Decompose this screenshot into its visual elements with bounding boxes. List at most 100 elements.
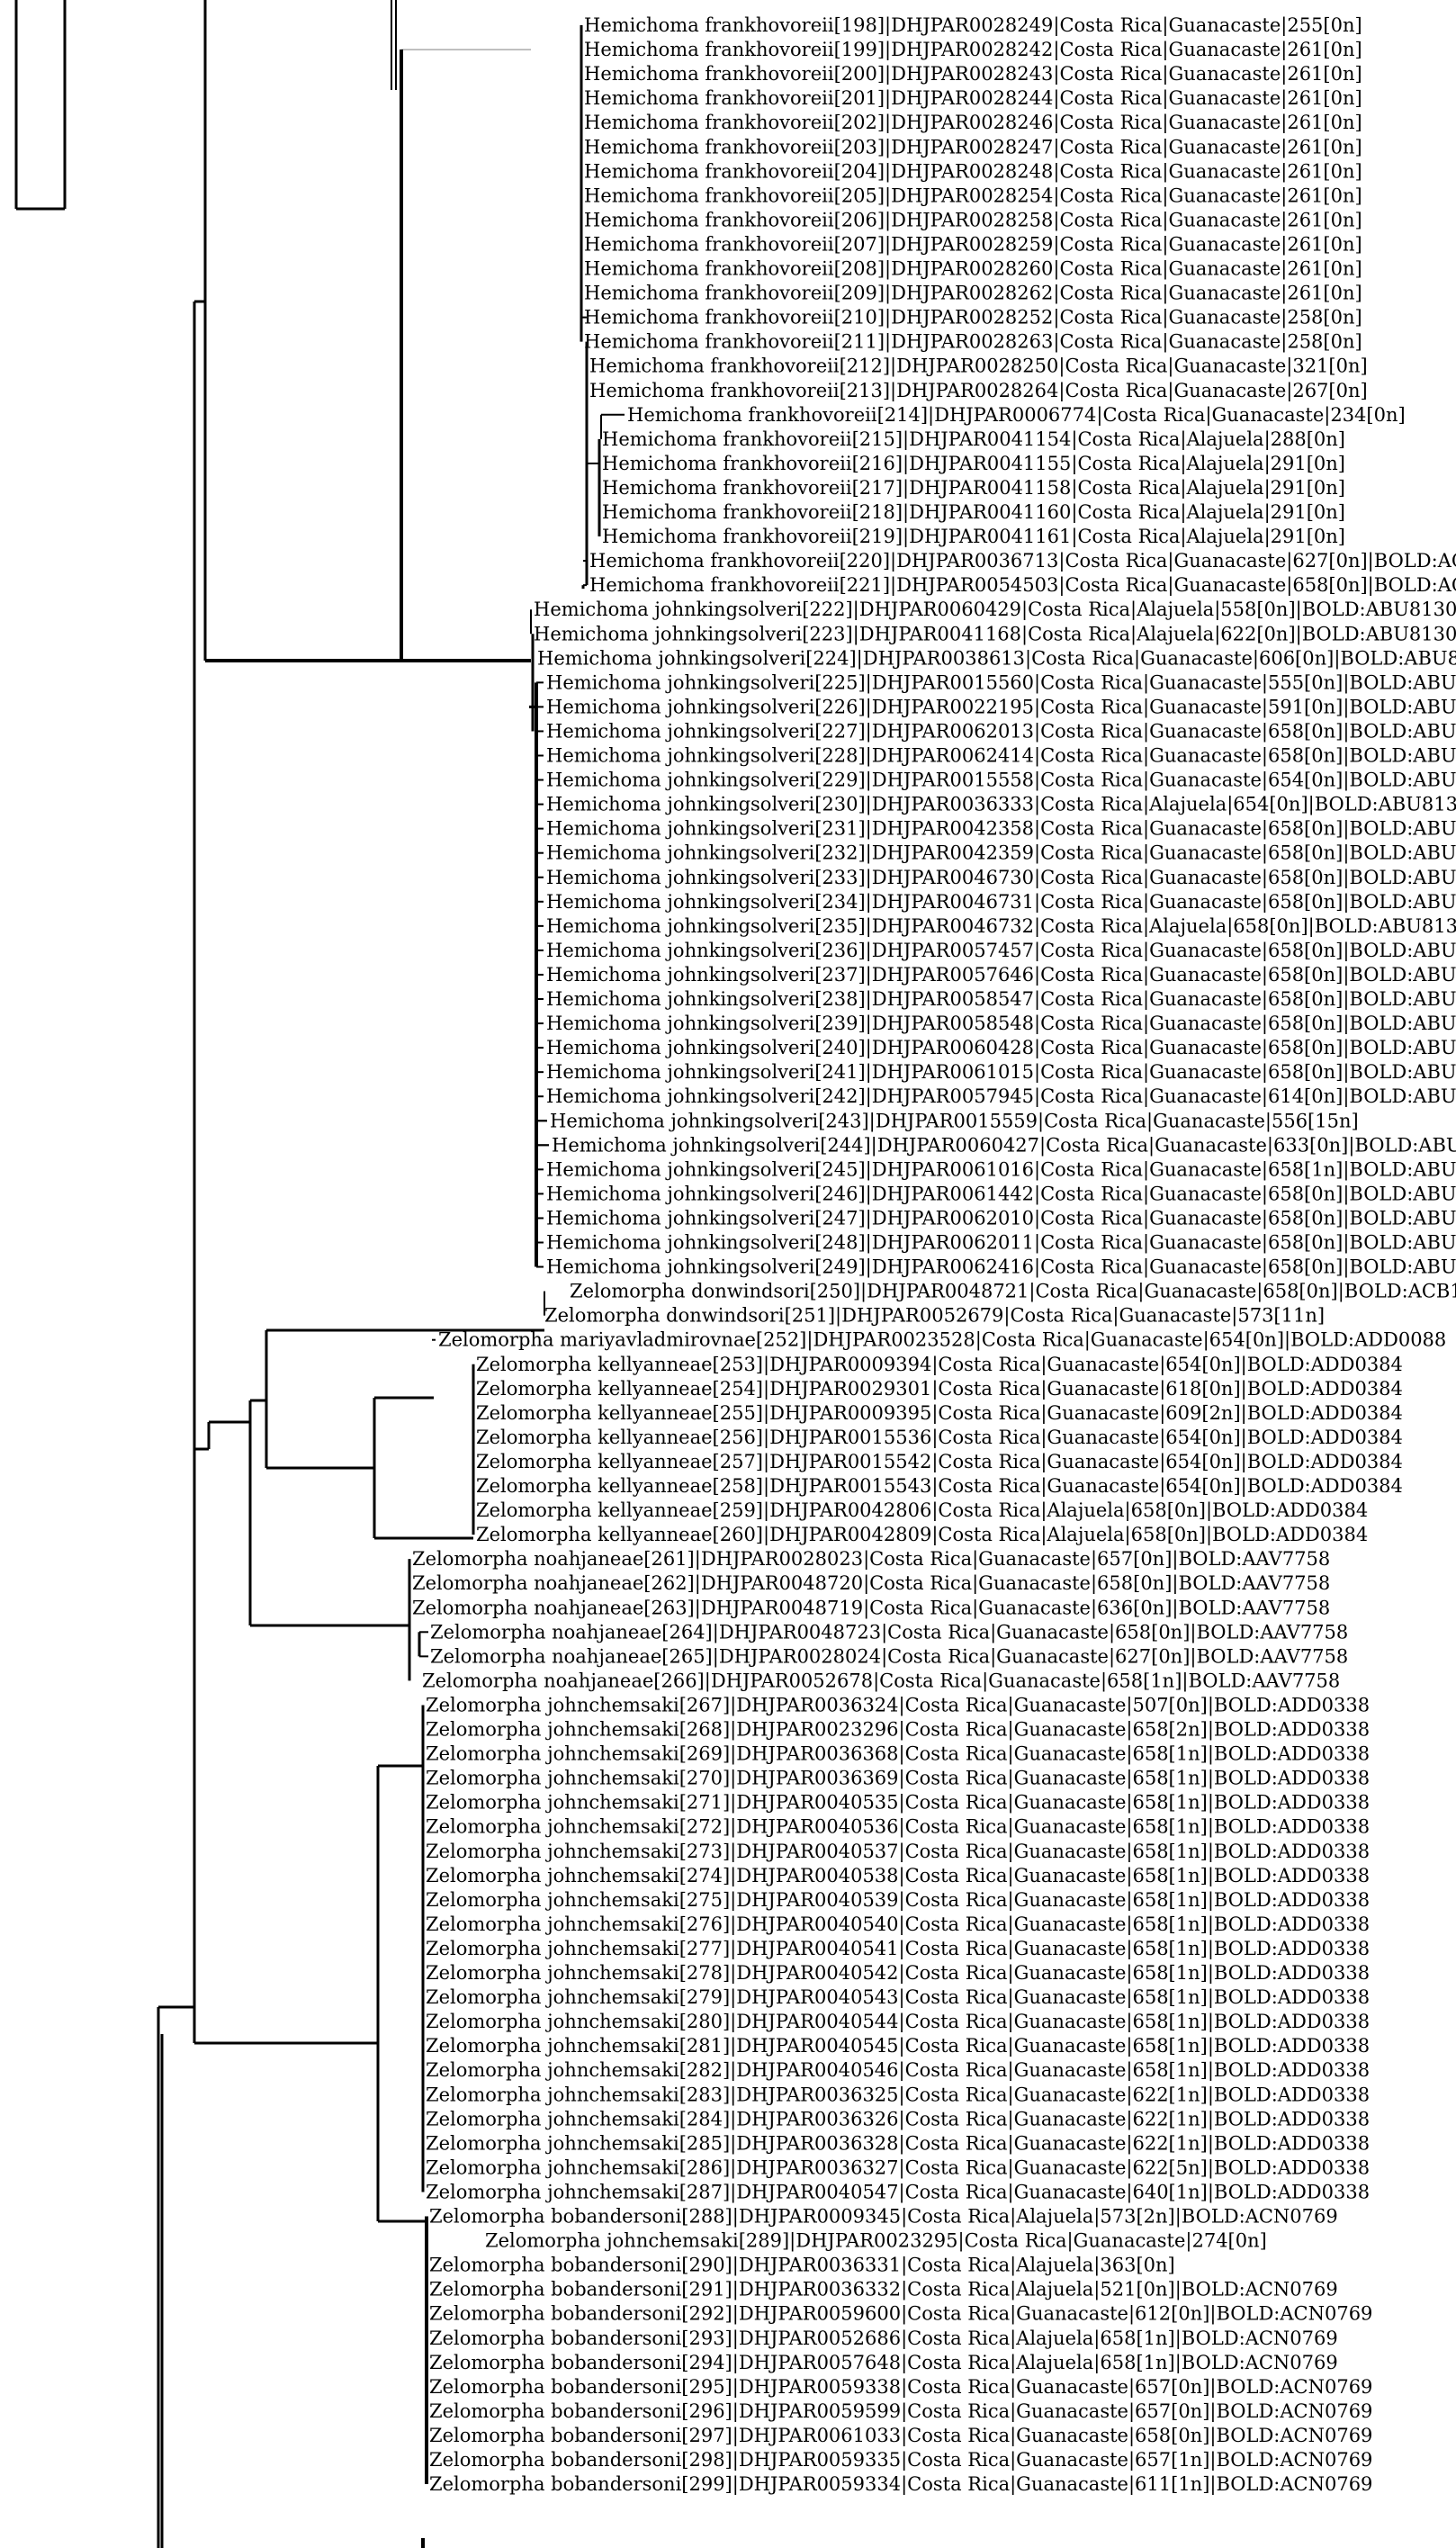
leaf-label: Hemichoma johnkingsolveri[243]|DHJPAR001…: [550, 1110, 1359, 1132]
leaf-label: Hemichoma frankhovoreii[208]|DHJPAR00282…: [584, 258, 1362, 281]
leaf-label: Zelomorpha bobandersoni[288]|DHJPAR00093…: [429, 2206, 1338, 2228]
leaf-label: Hemichoma johnkingsolveri[233]|DHJPAR004…: [546, 867, 1456, 889]
leaf-label: Hemichoma johnkingsolveri[241]|DHJPAR006…: [546, 1061, 1456, 1084]
leaf-label: Zelomorpha kellyanneae[255]|DHJPAR000939…: [476, 1402, 1403, 1425]
leaf-label: Zelomorpha donwindsori[250]|DHJPAR004872…: [570, 1281, 1456, 1303]
leaf-label: Zelomorpha kellyanneae[257]|DHJPAR001554…: [476, 1451, 1403, 1473]
leaf-label: Zelomorpha johnchemsaki[282]|DHJPAR00405…: [426, 2059, 1370, 2082]
leaf-label: Zelomorpha bobandersoni[290]|DHJPAR00363…: [429, 2255, 1175, 2277]
leaf-label: Zelomorpha noahjaneae[265]|DHJPAR0028024…: [430, 1645, 1348, 1668]
leaf-label: Hemichoma frankhovoreii[220]|DHJPAR00367…: [589, 550, 1456, 572]
leaf-label: Zelomorpha kellyanneae[258]|DHJPAR001554…: [476, 1475, 1403, 1498]
leaf-label: Zelomorpha johnchemsaki[283]|DHJPAR00363…: [426, 2084, 1370, 2106]
leaf-label: Zelomorpha noahjaneae[263]|DHJPAR0048719…: [412, 1597, 1330, 1619]
leaf-label: Hemichoma johnkingsolveri[229]|DHJPAR001…: [546, 770, 1456, 792]
leaf-label: Hemichoma frankhovoreii[203]|DHJPAR00282…: [584, 136, 1362, 158]
leaf-label: Hemichoma johnkingsolveri[230]|DHJPAR003…: [546, 794, 1456, 816]
leaf-label: Zelomorpha bobandersoni[295]|DHJPAR00593…: [429, 2376, 1372, 2399]
leaf-label: Zelomorpha johnchemsaki[287]|DHJPAR00405…: [426, 2181, 1370, 2203]
leaf-label: Zelomorpha donwindsori[251]|DHJPAR005267…: [544, 1305, 1325, 1328]
leaf-label: Zelomorpha johnchemsaki[268]|DHJPAR00232…: [426, 1719, 1370, 1742]
leaf-label: Zelomorpha noahjaneae[262]|DHJPAR0048720…: [412, 1572, 1330, 1595]
leaf-label: Hemichoma frankhovoreii[200]|DHJPAR00282…: [584, 63, 1362, 86]
leaf-label: Zelomorpha johnchemsaki[286]|DHJPAR00363…: [426, 2156, 1370, 2179]
leaf-label: Hemichoma johnkingsolveri[227]|DHJPAR006…: [546, 720, 1456, 743]
leaf-label: Zelomorpha kellyanneae[254]|DHJPAR002930…: [476, 1378, 1403, 1400]
leaf-label: Hemichoma johnkingsolveri[248]|DHJPAR006…: [546, 1232, 1456, 1255]
leaf-label: Zelomorpha mariyavladmirovnae[252]|DHJPA…: [438, 1329, 1446, 1352]
leaf-label: Hemichoma johnkingsolveri[247]|DHJPAR006…: [546, 1207, 1456, 1229]
leaf-label: Zelomorpha johnchemsaki[271]|DHJPAR00405…: [426, 1792, 1370, 1814]
leaf-label: Hemichoma frankhovoreii[209]|DHJPAR00282…: [584, 283, 1362, 305]
leaf-label: Hemichoma frankhovoreii[214]|DHJPAR00067…: [627, 404, 1406, 427]
leaf-label: Zelomorpha noahjaneae[264]|DHJPAR0048723…: [430, 1621, 1348, 1643]
leaf-label: Hemichoma johnkingsolveri[223]|DHJPAR004…: [534, 623, 1456, 645]
leaf-label: Hemichoma johnkingsolveri[225]|DHJPAR001…: [546, 671, 1456, 694]
leaf-label: Hemichoma johnkingsolveri[239]|DHJPAR005…: [546, 1013, 1456, 1035]
leaf-label: Hemichoma frankhovoreii[212]|DHJPAR00282…: [589, 356, 1368, 378]
leaf-label: Hemichoma frankhovoreii[198]|DHJPAR00282…: [584, 14, 1362, 37]
leaf-label: Hemichoma frankhovoreii[217]|DHJPAR00411…: [602, 477, 1345, 500]
leaf-label: Zelomorpha bobandersoni[294]|DHJPAR00576…: [429, 2352, 1338, 2374]
leaf-label: Hemichoma frankhovoreii[216]|DHJPAR00411…: [602, 453, 1345, 475]
leaf-label: Hemichoma johnkingsolveri[222]|DHJPAR006…: [534, 599, 1456, 621]
leaf-label: Hemichoma johnkingsolveri[224]|DHJPAR003…: [537, 647, 1456, 670]
leaf-label: Hemichoma johnkingsolveri[232]|DHJPAR004…: [546, 842, 1456, 865]
tree-branches: [14, 0, 625, 2548]
leaf-label: Hemichoma johnkingsolveri[244]|DHJPAR006…: [552, 1134, 1456, 1157]
leaf-label: Zelomorpha johnchemsaki[269]|DHJPAR00363…: [426, 1743, 1370, 1766]
leaf-label: Hemichoma frankhovoreii[211]|DHJPAR00282…: [584, 331, 1362, 354]
leaf-label: Hemichoma frankhovoreii[210]|DHJPAR00282…: [584, 307, 1362, 329]
leaf-label: Hemichoma johnkingsolveri[231]|DHJPAR004…: [546, 818, 1456, 841]
leaf-label: Zelomorpha johnchemsaki[289]|DHJPAR00232…: [485, 2230, 1267, 2253]
leaf-label: Hemichoma frankhovoreii[207]|DHJPAR00282…: [584, 233, 1362, 256]
leaf-label: Hemichoma frankhovoreii[219]|DHJPAR00411…: [602, 526, 1345, 548]
leaf-label: Zelomorpha bobandersoni[292]|DHJPAR00596…: [429, 2303, 1372, 2326]
leaf-label: Hemichoma frankhovoreii[199]|DHJPAR00282…: [584, 39, 1362, 61]
leaf-label: Zelomorpha kellyanneae[260]|DHJPAR004280…: [476, 1524, 1368, 1546]
leaf-label: Hemichoma frankhovoreii[204]|DHJPAR00282…: [584, 160, 1362, 183]
leaf-label: Zelomorpha johnchemsaki[279]|DHJPAR00405…: [426, 1986, 1370, 2009]
leaf-label: Hemichoma frankhovoreii[215]|DHJPAR00411…: [602, 428, 1345, 451]
leaf-label: Zelomorpha johnchemsaki[278]|DHJPAR00405…: [426, 1962, 1370, 1985]
leaf-label: Hemichoma frankhovoreii[202]|DHJPAR00282…: [584, 112, 1362, 134]
leaf-label: Zelomorpha kellyanneae[256]|DHJPAR001553…: [476, 1427, 1403, 1449]
leaf-label: Zelomorpha johnchemsaki[267]|DHJPAR00363…: [426, 1694, 1370, 1716]
leaf-label: Zelomorpha johnchemsaki[273]|DHJPAR00405…: [426, 1841, 1370, 1863]
leaf-label: Hemichoma johnkingsolveri[246]|DHJPAR006…: [546, 1183, 1456, 1205]
leaf-labels: Hemichoma frankhovoreii[198]|DHJPAR00282…: [412, 14, 1456, 2496]
leaf-label: Zelomorpha johnchemsaki[277]|DHJPAR00405…: [426, 1938, 1370, 1960]
leaf-label: Hemichoma johnkingsolveri[235]|DHJPAR004…: [546, 915, 1456, 938]
leaf-label: Hemichoma johnkingsolveri[245]|DHJPAR006…: [546, 1158, 1456, 1181]
leaf-label: Hemichoma frankhovoreii[206]|DHJPAR00282…: [584, 209, 1362, 231]
leaf-label: Hemichoma frankhovoreii[201]|DHJPAR00282…: [584, 87, 1362, 110]
leaf-label: Zelomorpha johnchemsaki[285]|DHJPAR00363…: [426, 2132, 1370, 2155]
leaf-label: Zelomorpha johnchemsaki[280]|DHJPAR00405…: [426, 2011, 1370, 2033]
leaf-label: Zelomorpha bobandersoni[296]|DHJPAR00595…: [429, 2400, 1372, 2423]
leaf-label: Zelomorpha bobandersoni[299]|DHJPAR00593…: [429, 2473, 1372, 2496]
leaf-label: Zelomorpha kellyanneae[253]|DHJPAR000939…: [476, 1354, 1403, 1376]
leaf-label: Zelomorpha johnchemsaki[274]|DHJPAR00405…: [426, 1865, 1370, 1887]
leaf-label: Zelomorpha bobandersoni[298]|DHJPAR00593…: [429, 2449, 1372, 2471]
leaf-label: Hemichoma johnkingsolveri[228]|DHJPAR006…: [546, 745, 1456, 768]
leaf-label: Hemichoma johnkingsolveri[226]|DHJPAR002…: [546, 696, 1456, 718]
leaf-label: Zelomorpha bobandersoni[297]|DHJPAR00610…: [429, 2425, 1372, 2447]
leaf-label: Hemichoma johnkingsolveri[237]|DHJPAR005…: [546, 964, 1456, 986]
leaf-label: Zelomorpha johnchemsaki[276]|DHJPAR00405…: [426, 1913, 1370, 1936]
leaf-label: Hemichoma johnkingsolveri[249]|DHJPAR006…: [546, 1256, 1456, 1279]
leaf-label: Zelomorpha noahjaneae[266]|DHJPAR0052678…: [422, 1670, 1340, 1692]
leaf-label: Zelomorpha johnchemsaki[284]|DHJPAR00363…: [426, 2108, 1370, 2130]
leaf-label: Hemichoma johnkingsolveri[234]|DHJPAR004…: [546, 891, 1456, 914]
leaf-label: Hemichoma frankhovoreii[213]|DHJPAR00282…: [589, 380, 1368, 402]
leaf-label: Zelomorpha johnchemsaki[272]|DHJPAR00405…: [426, 1816, 1370, 1839]
leaf-label: Hemichoma frankhovoreii[221]|DHJPAR00545…: [589, 574, 1456, 597]
leaf-label: Hemichoma johnkingsolveri[242]|DHJPAR005…: [546, 1085, 1456, 1108]
leaf-label: Zelomorpha johnchemsaki[270]|DHJPAR00363…: [426, 1768, 1370, 1790]
leaf-label: Hemichoma johnkingsolveri[240]|DHJPAR006…: [546, 1037, 1456, 1059]
leaf-label: Hemichoma frankhovoreii[205]|DHJPAR00282…: [584, 185, 1362, 207]
leaf-label: Zelomorpha johnchemsaki[281]|DHJPAR00405…: [426, 2035, 1370, 2057]
leaf-label: Zelomorpha noahjaneae[261]|DHJPAR0028023…: [412, 1548, 1330, 1571]
leaf-label: Zelomorpha bobandersoni[291]|DHJPAR00363…: [429, 2279, 1338, 2301]
leaf-label: Hemichoma johnkingsolveri[236]|DHJPAR005…: [546, 940, 1456, 962]
